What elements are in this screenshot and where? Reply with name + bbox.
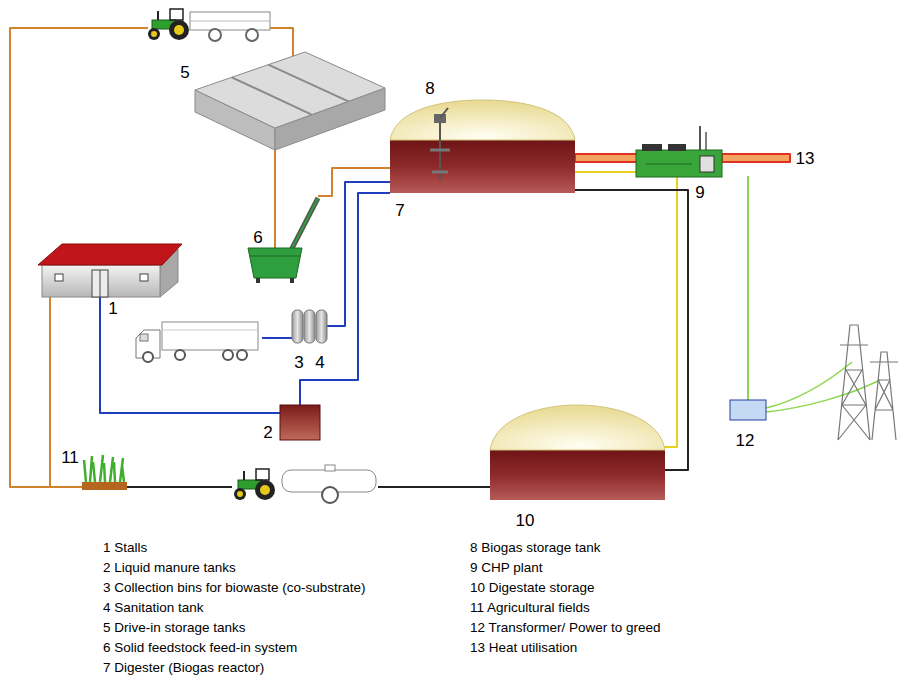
- manure-tank: [280, 405, 320, 440]
- blue-pipe: [327, 182, 390, 326]
- power-line: [747, 176, 749, 400]
- feed-in-hopper: [248, 198, 318, 283]
- tractor: [148, 9, 189, 40]
- power-line: [766, 362, 852, 408]
- orange-pipe: [49, 297, 51, 487]
- chp-plant: [636, 126, 722, 177]
- stalls-building: [38, 244, 182, 297]
- legend-text: 1 Stalls: [103, 540, 147, 555]
- orange-pipe: [270, 28, 293, 60]
- legend-text: 12 Transformer/ Power to greed: [470, 620, 661, 635]
- callout-number: 5: [180, 64, 189, 81]
- callout-number: 4: [315, 354, 324, 371]
- blue-pipe: [100, 297, 280, 413]
- tractor: [234, 469, 275, 500]
- legend-entry: 2 Liquid manure tanks: [103, 560, 236, 576]
- callout-number: 11: [61, 449, 79, 466]
- legend-text: 9 CHP plant: [470, 560, 543, 575]
- legend-entry: 8 Biogas storage tank: [470, 540, 601, 556]
- callout-number: 6: [253, 229, 262, 246]
- legend-text: 5 Drive-in storage tanks: [103, 620, 246, 635]
- heat-pipe: [722, 154, 790, 162]
- legend-text: 2 Liquid manure tanks: [103, 560, 236, 575]
- legend-text: 8 Biogas storage tank: [470, 540, 601, 555]
- callout-number: 1: [108, 300, 117, 317]
- callout-number: 3: [294, 354, 303, 371]
- tanker-trailer: [282, 465, 376, 503]
- legend-text: 11 Agricultural fields: [470, 600, 590, 615]
- orange-pipe: [274, 150, 276, 248]
- legend-entry: 1 Stalls: [103, 540, 147, 556]
- legend-text: 3 Collection bins for biowaste (co-subst…: [103, 580, 366, 595]
- legend-entry: 6 Solid feedstock feed-in system: [103, 640, 297, 656]
- legend-entry: 9 CHP plant: [470, 560, 543, 576]
- gas-pipe: [664, 177, 677, 447]
- storage-tanks: [195, 52, 385, 150]
- heat-pipe: [575, 154, 637, 162]
- callout-number: 7: [395, 202, 404, 219]
- callout-number: 8: [425, 80, 434, 97]
- truck: [136, 322, 258, 362]
- pipes: [10, 28, 880, 487]
- legend-entry: 11 Agricultural fields: [470, 600, 590, 616]
- gas-pipe: [575, 171, 638, 173]
- digestate-storage: [490, 405, 665, 500]
- callout-number: 9: [695, 184, 704, 201]
- trailer: [190, 12, 270, 41]
- power-towers: [838, 325, 898, 440]
- blue-pipe: [262, 337, 292, 339]
- biowaste-bins: [292, 310, 327, 343]
- legend-entry: 5 Drive-in storage tanks: [103, 620, 246, 636]
- callout-number: 10: [516, 512, 535, 529]
- transformer: [730, 400, 766, 420]
- callout-number: 13: [796, 150, 815, 167]
- legend-entry: 10 Digestate storage: [470, 580, 595, 596]
- legend-entry: 7 Digester (Biogas reactor): [103, 660, 264, 676]
- legend-text: 4 Sanitation tank: [103, 600, 204, 615]
- power-line: [766, 380, 880, 412]
- legend-entry: 4 Sanitation tank: [103, 600, 204, 616]
- digester: [390, 100, 575, 193]
- callout-number: 2: [263, 424, 272, 441]
- legend-text: 6 Solid feedstock feed-in system: [103, 640, 297, 655]
- callout-number: 12: [736, 432, 755, 449]
- legend-text: 7 Digester (Biogas reactor): [103, 660, 264, 675]
- field: [82, 455, 127, 490]
- digestate-pipe: [127, 486, 232, 488]
- legend-entry: 13 Heat utilisation: [470, 640, 577, 656]
- legend-entry: 12 Transformer/ Power to greed: [470, 620, 661, 636]
- legend-entry: 3 Collection bins for biowaste (co-subst…: [103, 580, 366, 596]
- digestate-pipe: [378, 486, 490, 488]
- legend-text: 13 Heat utilisation: [470, 640, 577, 655]
- legend-text: 10 Digestate storage: [470, 580, 595, 595]
